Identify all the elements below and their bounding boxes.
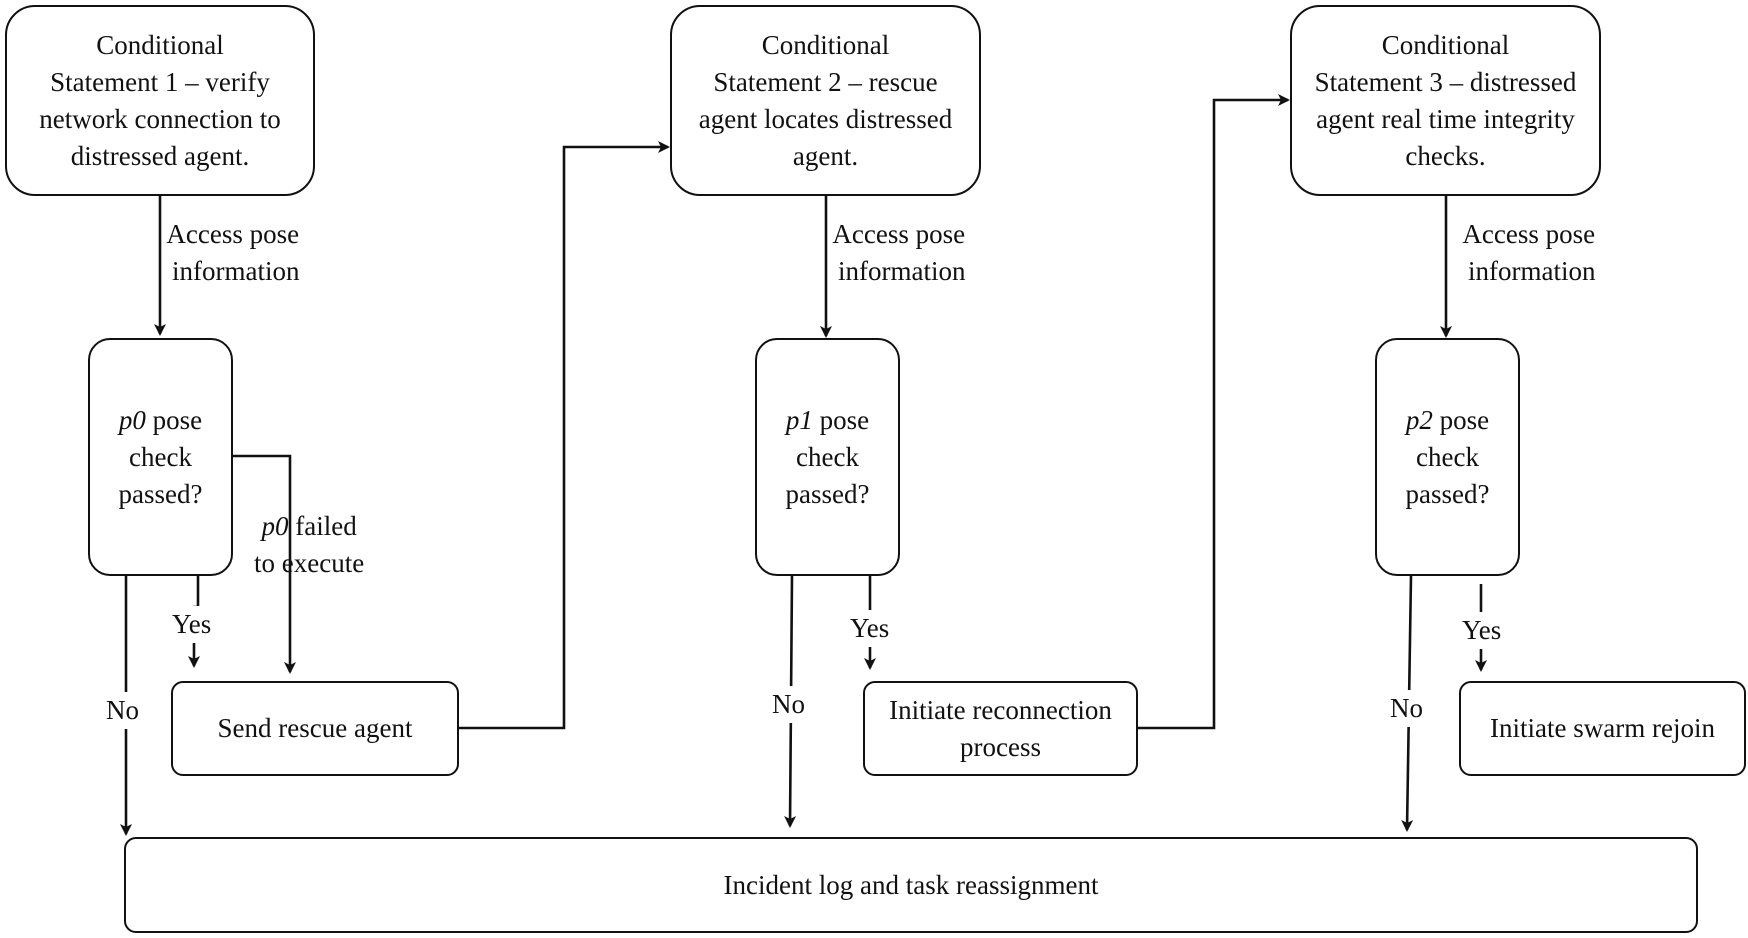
rejoin-text: Initiate swarm rejoin — [1490, 713, 1715, 743]
p0-failed-label: p0 failed to execute — [254, 508, 364, 582]
send-rescue-text: Send rescue agent — [217, 713, 413, 743]
incident-log-box: Incident log and task reassignment — [124, 837, 1698, 933]
access-label-line: information — [838, 256, 966, 286]
access-label-line: information — [1468, 256, 1596, 286]
no-label-p0: No — [106, 692, 139, 729]
cond3-line: Conditional — [1381, 29, 1510, 60]
pose-variable: p0 — [118, 404, 146, 435]
decision-p2-pose-check: p2 pose check passed? — [1375, 338, 1520, 576]
arrow-reconnect-to-cond3 — [1136, 94, 1290, 730]
cond1-line: Conditional — [96, 29, 224, 60]
yes-label-p0: Yes — [172, 606, 212, 643]
send-rescue-agent-box: Send rescue agent — [171, 681, 459, 776]
cond2-line: Conditional — [761, 29, 890, 60]
no-label-p2: No — [1390, 690, 1423, 727]
decision-text: pose — [812, 404, 870, 435]
conditional-statement-1: Conditional Statement 1 – verify network… — [5, 5, 315, 196]
decision-line: passed? — [118, 478, 203, 509]
access-label-line: Access pose — [166, 219, 300, 249]
reconnect-line: process — [960, 731, 1041, 762]
arrow-p0-failed — [232, 454, 296, 674]
decision-line: p0 pose — [119, 402, 203, 439]
incident-text: Incident log and task reassignment — [723, 869, 1099, 900]
access-label-line: Access pose — [1462, 219, 1596, 249]
cond3-line: checks. — [1405, 140, 1486, 171]
decision-line: passed? — [1405, 478, 1490, 509]
reconnect-line: Initiate reconnection — [889, 694, 1112, 725]
failed-line: p0 failed — [254, 508, 364, 545]
failed-text: failed — [288, 511, 357, 541]
decision-line: p1 pose — [786, 402, 870, 439]
cond2-line: agent. — [792, 140, 859, 171]
initiate-reconnection-box: Initiate reconnection process — [863, 681, 1138, 776]
access-pose-label-3: Access pose information — [1462, 216, 1595, 290]
access-pose-label-2: Access pose information — [832, 216, 965, 290]
cond1-line: network connection to — [39, 103, 281, 134]
yes-label-p2: Yes — [1462, 612, 1502, 649]
pose-variable: p1 — [785, 404, 813, 435]
access-pose-label-1: Access pose information — [166, 216, 299, 290]
conditional-statement-3: Conditional Statement 3 – distressed age… — [1290, 5, 1601, 196]
decision-line: check — [1416, 441, 1479, 472]
decision-text: pose — [1432, 404, 1490, 435]
initiate-swarm-rejoin-box: Initiate swarm rejoin — [1459, 681, 1746, 776]
arrow-send-to-cond2 — [458, 141, 670, 730]
pose-variable: p2 — [1405, 404, 1433, 435]
cond3-line: agent real time integrity — [1316, 103, 1575, 134]
failed-line: to execute — [254, 548, 365, 578]
decision-line: check — [796, 441, 859, 472]
decision-p0-pose-check: p0 pose check passed? — [88, 338, 233, 576]
cond2-line: Statement 2 – rescue — [713, 66, 938, 97]
access-label-line: information — [172, 256, 300, 286]
access-label-line: Access pose — [832, 219, 966, 249]
no-label-p1: No — [772, 686, 805, 723]
yes-label-p1: Yes — [850, 610, 890, 647]
cond3-line: Statement 3 – distressed — [1314, 66, 1577, 97]
cond1-line: Statement 1 – verify — [50, 66, 270, 97]
decision-line: check — [129, 441, 192, 472]
decision-p1-pose-check: p1 pose check passed? — [755, 338, 900, 576]
decision-text: pose — [145, 404, 203, 435]
cond2-line: agent locates distressed — [698, 103, 953, 134]
conditional-statement-2: Conditional Statement 2 – rescue agent l… — [670, 5, 981, 196]
pose-variable: p0 — [261, 511, 289, 541]
decision-line: p2 pose — [1406, 402, 1490, 439]
cond1-line: distressed agent. — [70, 140, 250, 171]
decision-line: passed? — [785, 478, 870, 509]
